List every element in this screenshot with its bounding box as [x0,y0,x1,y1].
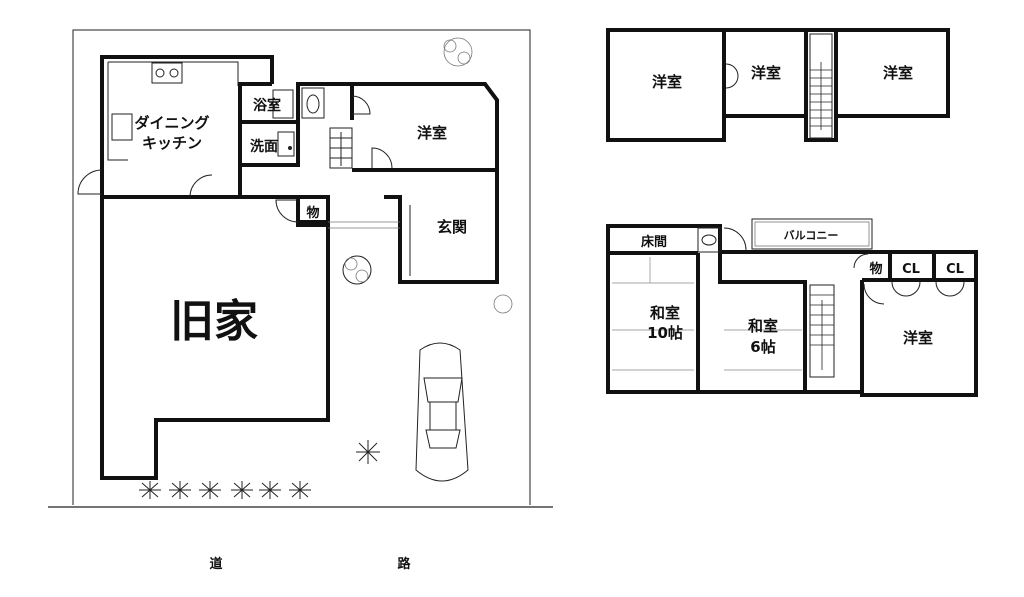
dining-kitchen-walls [100,55,274,199]
second-floor-plan: 床間 バルコニー 物 CL CL 和室 10帖 和室 6帖 洋室 [606,218,978,397]
western-room-door-2 [371,147,393,169]
shrub-row [139,481,311,499]
road-label-2: 路 [397,556,411,572]
washroom-label: 洗面 [250,138,278,155]
storage-door [275,199,299,223]
kitchen-door [77,169,103,195]
washbasin-drain [288,146,292,150]
road-label-1: 道 [209,556,222,572]
tatami-lines [612,257,802,371]
storage-door-second [853,253,869,269]
site-boundary [72,29,531,505]
western-room-door-second [863,283,885,305]
japanese-room-6-label-1: 和室 [748,317,778,335]
closet-1-label: CL [902,262,920,277]
tree-icon-2 [342,255,372,285]
western-room-door [351,95,371,115]
dining-kitchen-label-2: キッチン [142,134,202,152]
burner-2 [169,68,179,78]
upper-western-right-label: 洋室 [883,64,913,82]
storage-walls [296,195,330,227]
bath-wash-walls [238,82,330,167]
storage-label-second: 物 [869,261,882,277]
toilet-icon [306,94,320,114]
stove-icon [151,62,183,84]
kitchen-counter [107,61,239,161]
upper-floor-plan: 洋室 洋室 洋室 [606,28,950,142]
closet-doors [891,281,965,297]
second-toilet [697,227,721,253]
bathtub-icon [272,89,294,119]
second-stair-icon [809,284,835,378]
closet-2-label: CL [946,262,964,277]
dining-kitchen-label-1: ダイニング [134,114,209,132]
tree-icon-3 [493,294,513,314]
burner-1 [155,68,165,78]
entrance-walls [384,170,499,284]
upper-western-middle-label: 洋室 [751,64,781,82]
old-house-label: 旧家 [170,296,258,347]
tree-icon-1 [443,37,473,67]
car-icon [415,342,469,482]
western-room-label: 洋室 [417,124,447,142]
upper-western-left-label: 洋室 [652,73,682,91]
washbasin-icon [277,131,295,157]
bath-label: 浴室 [253,97,281,114]
upper-door-pair [725,63,739,89]
second-inner-walls [608,251,976,395]
upper-floor-walls [606,28,950,142]
ground-floor-plan: ダイニング キッチン 浴室 洗面 洋室 物 玄関 旧家 [48,29,553,508]
shrub-icon-car [356,440,380,464]
japanese-room-10-label-1: 和室 [650,304,680,322]
kitchen-door-2 [189,174,213,198]
sink-icon [111,113,133,141]
toilet-room [301,87,325,119]
japanese-room-10-label-2: 10帖 [647,324,683,342]
second-western-room-label: 洋室 [903,329,933,347]
storage-label: 物 [306,205,319,221]
western-room-walls [330,82,499,172]
tokonoma-label: 床間 [641,234,667,250]
entrance-label: 玄関 [437,218,467,236]
balcony-label: バルコニー [784,229,839,242]
japanese-room-6-label-2: 6帖 [750,338,775,356]
balcony [751,218,873,250]
